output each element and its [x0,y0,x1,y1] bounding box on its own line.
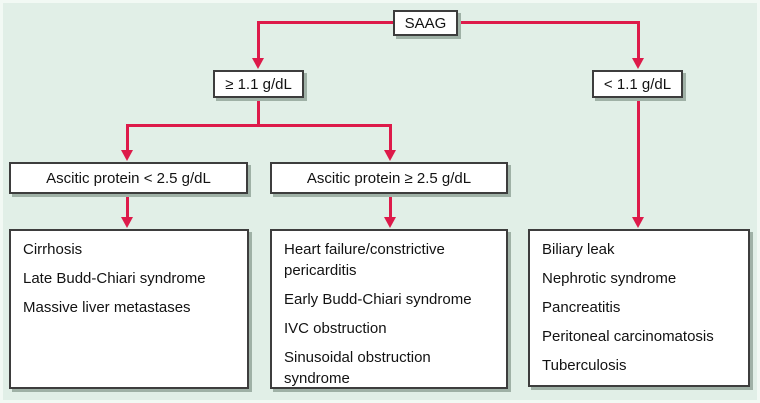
node-saag-high-label: ≥ 1.1 g/dL [225,75,292,93]
node-saag: SAAG [393,10,458,36]
node-saag-low: < 1.1 g/dL [592,70,683,98]
outcome-box-saag-low: Biliary leak Nephrotic syndrome Pancreat… [528,229,750,387]
list-item: Tuberculosis [542,357,627,374]
node-protein-high: Ascitic protein ≥ 2.5 g/dL [270,162,508,194]
list-item: Early Budd-Chiari syndrome [284,291,472,308]
outcome-box-protein-low: Cirrhosis Late Budd-Chiari syndrome Mass… [9,229,249,389]
connector-split-horizontal [126,124,392,127]
node-saag-low-label: < 1.1 g/dL [603,75,672,93]
arrowhead-to-high [252,58,264,69]
arrowhead-to-protein-low [121,150,133,161]
connector-to-protein-low [126,124,129,151]
connector-protein-low-down [126,194,129,218]
list-item: Cirrhosis [23,241,83,258]
connector-high-down [257,98,260,127]
list-item: Massive liver metastases [23,299,191,316]
node-protein-low: Ascitic protein < 2.5 g/dL [9,162,248,194]
connector-saag-to-high [257,21,260,58]
list-item: Sinusoidal obstruction syndrome [284,349,431,387]
arrowhead-to-low [632,58,644,69]
connector-saag-to-low [637,21,640,58]
list-item: Late Budd-Chiari syndrome [23,270,206,287]
arrowhead-outcomes-protein-high [384,217,396,228]
node-saag-high: ≥ 1.1 g/dL [213,70,304,98]
connector-protein-high-down [389,194,392,218]
arrowhead-to-protein-high [384,150,396,161]
outcome-box-protein-high: Heart failure/constrictive pericarditis … [270,229,508,389]
list-item: Biliary leak [542,241,615,258]
node-protein-high-label: Ascitic protein ≥ 2.5 g/dL [306,169,472,187]
list-item: Peritoneal carcinomatosis [542,328,714,345]
node-saag-label: SAAG [404,14,447,32]
connector-to-protein-high [389,124,392,151]
list-item: Nephrotic syndrome [542,270,677,287]
list-item: IVC obstruction [284,320,387,337]
connector-saag-low-down [637,98,640,218]
node-protein-low-label: Ascitic protein < 2.5 g/dL [46,169,211,187]
list-item: Heart failure/constrictive pericarditis [284,241,445,279]
arrowhead-outcomes-protein-low [121,217,133,228]
list-item: Pancreatitis [542,299,621,316]
arrowhead-outcomes-saag-low [632,217,644,228]
